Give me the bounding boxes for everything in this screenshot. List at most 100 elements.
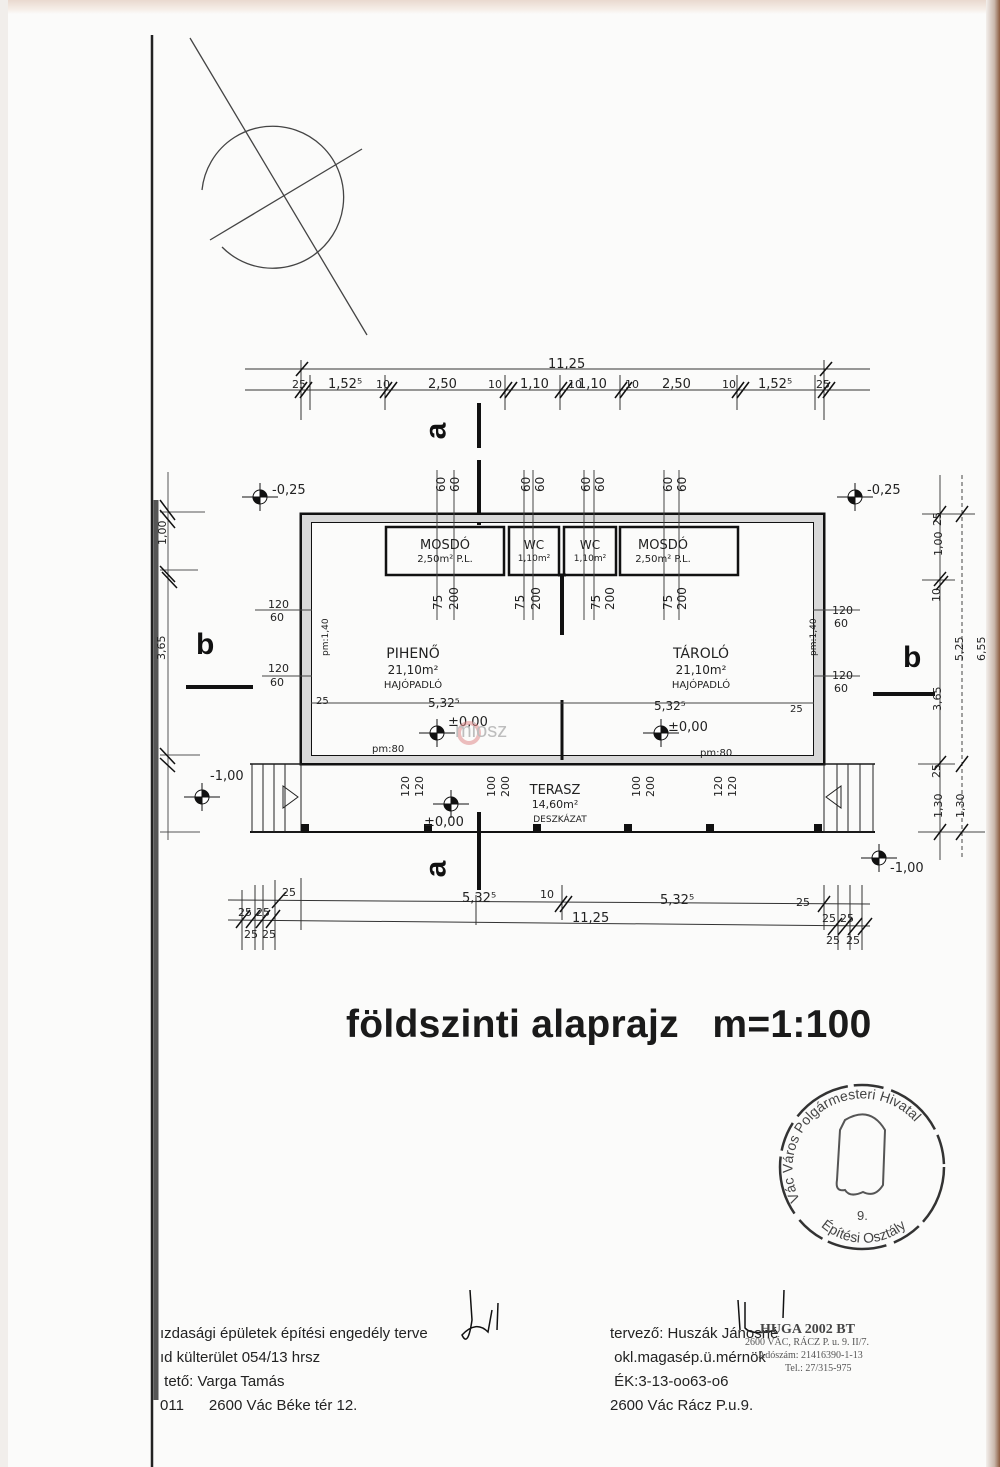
section-mark-b-left: b — [196, 628, 215, 661]
svg-text:pm:80: pm:80 — [700, 748, 732, 759]
svg-text:±0,00: ±0,00 — [424, 815, 464, 830]
svg-text:100: 100 — [630, 776, 643, 797]
svg-text:25: 25 — [930, 764, 943, 778]
svg-text:25: 25 — [796, 896, 810, 909]
svg-text:TÁROLÓ: TÁROLÓ — [672, 644, 729, 662]
svg-text:200: 200 — [603, 587, 617, 610]
bottom-dimension-labels: 25 5,32⁵ 10 5,32⁵ 25 11,25 25 25 25 25 2… — [238, 886, 860, 947]
svg-text:25: 25 — [262, 928, 276, 941]
svg-text:60: 60 — [448, 477, 462, 492]
side-window-marks — [255, 609, 860, 677]
svg-text:Vác Város Polgármesteri Hivata: Vác Város Polgármesteri Hivatal — [779, 1085, 924, 1205]
company-tax-id: Adószám: 21416390-1-13 — [758, 1350, 863, 1361]
svg-text:1,10m²: 1,10m² — [574, 554, 607, 564]
svg-text:60: 60 — [533, 477, 547, 492]
signature-right — [737, 1289, 785, 1334]
svg-text:2,50m² P.L.: 2,50m² P.L. — [417, 554, 473, 565]
drawing-title: földszinti alaprajz m=1:100 — [346, 1003, 872, 1047]
company-address: 2600 VÁC, RÁCZ P. u. 9. II/7. — [745, 1337, 869, 1348]
svg-text:200: 200 — [499, 776, 512, 797]
watermark-logo-icon — [457, 721, 481, 745]
title-text: földszinti alaprajz — [346, 1003, 679, 1046]
stairs-right — [823, 763, 874, 833]
svg-text:10: 10 — [488, 378, 502, 391]
svg-text:120: 120 — [399, 776, 412, 797]
svg-text:±0,00: ±0,00 — [668, 720, 708, 735]
svg-text:MOSDÓ: MOSDÓ — [638, 537, 688, 553]
svg-text:25: 25 — [316, 696, 329, 707]
signature-left — [461, 1289, 499, 1340]
svg-text:HAJÓPADLÓ: HAJÓPADLÓ — [384, 678, 442, 691]
svg-text:-1,00: -1,00 — [890, 861, 924, 876]
svg-text:120: 120 — [832, 604, 853, 617]
svg-text:60: 60 — [270, 611, 284, 624]
svg-text:HAJÓPADLÓ: HAJÓPADLÓ — [672, 678, 730, 691]
svg-text:5,32⁵: 5,32⁵ — [660, 893, 694, 908]
svg-text:25: 25 — [282, 886, 296, 899]
svg-text:10: 10 — [625, 378, 639, 391]
svg-text:120: 120 — [726, 776, 739, 797]
room-labels: MOSDÓ 2,50m² P.L. WC 1,10m² WC 1,10m² MO… — [384, 537, 730, 825]
svg-text:25: 25 — [292, 378, 306, 391]
svg-text:1,10: 1,10 — [578, 377, 607, 392]
section-mark-b-right: b — [903, 641, 922, 674]
north-arrow-icon — [189, 37, 368, 336]
designer-name-line: tervező: Huszák Jánosné — [610, 1325, 779, 1342]
left-dimension-chain — [159, 472, 205, 840]
section-mark-a-bottom: a — [419, 860, 453, 878]
svg-text:60: 60 — [593, 477, 607, 492]
svg-text:5,32⁵: 5,32⁵ — [428, 696, 460, 710]
svg-text:9.: 9. — [857, 1208, 868, 1223]
designer-title-line: okl.magasép.ü.mérnök — [610, 1349, 766, 1366]
svg-text:1,10m²: 1,10m² — [518, 554, 551, 564]
svg-text:60: 60 — [434, 477, 448, 492]
scale-text: m=1:100 — [712, 1003, 872, 1046]
inner-dimensions: 5,32⁵ 5,32⁵ pm:80 pm:80 25 25 — [316, 696, 803, 759]
svg-text:3,65: 3,65 — [931, 687, 944, 712]
svg-text:2,50: 2,50 — [428, 377, 457, 392]
bottom-dimension-chain — [227, 878, 873, 950]
svg-text:6,55: 6,55 — [975, 637, 988, 662]
svg-text:1,00: 1,00 — [156, 521, 169, 546]
svg-text:2,50m² P.L.: 2,50m² P.L. — [635, 554, 691, 565]
svg-text:10: 10 — [930, 588, 943, 602]
svg-text:120: 120 — [268, 598, 289, 611]
svg-text:3,65: 3,65 — [155, 636, 168, 661]
front-opening-labels: 120 120 100 200 100 200 120 120 — [399, 776, 739, 797]
project-info: ızdasági épületek építési engedély terve… — [160, 1322, 428, 1418]
svg-text:10: 10 — [722, 378, 736, 391]
top-dimension-chain — [245, 360, 870, 420]
svg-text:10: 10 — [376, 378, 390, 391]
svg-text:25: 25 — [244, 928, 258, 941]
terrace-posts — [301, 824, 822, 832]
left-dimension-labels: 3,65 1,00 — [155, 521, 169, 661]
svg-text:TERASZ: TERASZ — [529, 783, 581, 798]
svg-text:PIHENŐ: PIHENŐ — [386, 644, 439, 662]
svg-text:14,60m²: 14,60m² — [532, 798, 579, 811]
project-title-line: ızdasági épületek építési engedély terve — [160, 1325, 428, 1342]
svg-text:25: 25 — [840, 912, 854, 925]
svg-text:25: 25 — [931, 512, 944, 526]
svg-text:75: 75 — [513, 595, 527, 610]
svg-text:21,10m²: 21,10m² — [388, 663, 439, 677]
svg-text:75: 75 — [431, 595, 445, 610]
designer-license-line: ÉK:3-13-oo63-o6 — [610, 1373, 729, 1390]
svg-text:75: 75 — [589, 595, 603, 610]
section-mark-a-top: a — [419, 422, 453, 440]
designer-info: tervező: Huszák Jánosné okl.magasép.ü.mé… — [610, 1322, 778, 1418]
svg-text:60: 60 — [834, 617, 848, 630]
svg-text:25: 25 — [790, 704, 803, 715]
window-labels: 60 60 60 60 60 60 60 60 75 200 75 200 75… — [431, 477, 689, 610]
svg-text:200: 200 — [675, 587, 689, 610]
svg-text:1,00: 1,00 — [932, 532, 945, 557]
svg-text:200: 200 — [447, 587, 461, 610]
svg-text:75: 75 — [661, 595, 675, 610]
svg-text:120: 120 — [268, 662, 289, 675]
svg-text:25: 25 — [238, 906, 252, 919]
company-name: HUGA 2002 BT — [760, 1322, 855, 1337]
svg-text:10: 10 — [568, 378, 582, 391]
svg-text:11,25: 11,25 — [548, 357, 585, 372]
svg-text:25: 25 — [826, 934, 840, 947]
